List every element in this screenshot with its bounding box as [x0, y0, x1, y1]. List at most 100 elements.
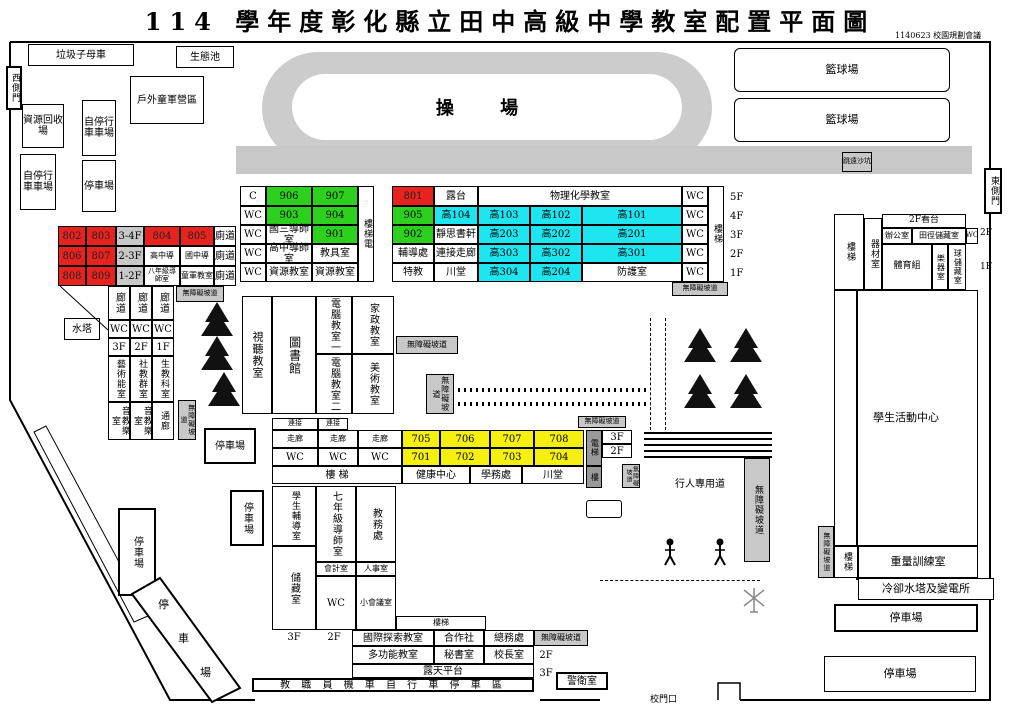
secretary-office: 秘書室	[434, 646, 484, 664]
classroom: 906	[266, 186, 312, 206]
basketball-court-1: 籃球場	[734, 48, 950, 92]
classroom: 高204	[530, 263, 582, 282]
path-line	[650, 318, 651, 430]
main-gate: 校門口	[650, 695, 678, 705]
parking-lot: 停車場	[834, 604, 978, 632]
floor-label: 3F	[539, 667, 553, 679]
classroom: 808	[58, 266, 86, 286]
corridor: 走廊	[272, 430, 318, 448]
office: 輔導處	[392, 244, 434, 263]
sports-group: 體育組	[882, 244, 932, 290]
classroom: 701	[402, 448, 440, 466]
classroom: 905	[392, 206, 434, 225]
eco-pond: 生態池	[176, 46, 234, 68]
staff-parking: 教 職 員 機 車 自 行 車 停 車 區	[252, 678, 534, 692]
room: 藝術能室	[108, 356, 130, 402]
storage-room: 儲藏室	[272, 546, 316, 630]
classroom: 高303	[478, 244, 530, 263]
bench	[586, 500, 622, 518]
parking-lot: 停車場	[230, 490, 264, 546]
room: 生教科室	[152, 356, 174, 402]
physics-lab: 物理化學教室	[478, 186, 682, 206]
home-ec-room: 家政教室	[352, 296, 394, 354]
instrument-room: 樂器室	[932, 244, 948, 290]
stairs: 樓	[586, 466, 602, 488]
floor-label: 3F	[108, 338, 130, 356]
principal-office: 校長室	[484, 646, 534, 664]
wc: WC	[682, 244, 708, 263]
floor-label: 2F	[130, 338, 152, 356]
classroom: 902	[392, 225, 434, 244]
classroom: 801	[392, 186, 434, 206]
floor-tag: 1-2F	[116, 266, 144, 286]
ball-storage: 球儲藏室	[948, 244, 966, 290]
wc: WC	[240, 263, 266, 282]
stairs: 樓梯	[708, 186, 724, 282]
svg-text:停: 停	[158, 597, 169, 611]
intl-exploration-room: 國際探索教室	[352, 630, 434, 646]
corridor: 廊道	[108, 286, 130, 320]
classroom: 704	[534, 448, 584, 466]
bike-parking-2: 自停行車車場	[20, 154, 56, 210]
wc: WC	[316, 576, 356, 630]
east-gate: 東側門	[984, 168, 1002, 214]
room: 資源教室	[266, 263, 312, 282]
corridor: 走廊	[318, 430, 358, 448]
office: 八年級導師室	[144, 266, 180, 286]
floor-label: 3F	[602, 430, 632, 444]
classroom: 高301	[582, 244, 682, 263]
classroom: 804	[144, 226, 180, 246]
classroom: 高103	[478, 206, 530, 225]
accessible-ramp: 無障礙坡道	[744, 458, 770, 562]
room: 音教樂室	[130, 402, 152, 440]
wc: WC	[130, 320, 152, 338]
room: 童軍教室	[180, 266, 214, 286]
corridor: 廊道	[152, 286, 174, 320]
room: 資源教室	[312, 263, 358, 282]
grade7-office: 七年級導師室	[316, 486, 356, 562]
path-line	[665, 318, 666, 430]
stairs: 樓梯	[834, 546, 858, 578]
corridor: 連接	[272, 418, 318, 430]
personnel: 人事室	[356, 562, 396, 576]
classroom: 809	[86, 266, 116, 286]
computer-room-1: 電腦教室一	[316, 296, 352, 354]
floor-label: 2F	[730, 249, 744, 260]
floor-tag: 3-4F	[116, 226, 144, 246]
accessible-ramp: 無障礙坡道	[178, 400, 196, 440]
car-parking-small: 停車場	[82, 160, 116, 212]
west-gate: 西側門	[6, 66, 22, 110]
svg-text:車: 車	[178, 631, 189, 645]
wc: WC	[108, 320, 130, 338]
office: 高中導	[144, 246, 180, 266]
cooling-tower: 冷卻水塔及變電所	[858, 578, 994, 600]
health-center: 健康中心	[402, 466, 470, 484]
elevator: 電梯	[586, 430, 602, 466]
floor-label: 5F	[730, 192, 744, 203]
room: 特教	[392, 263, 434, 282]
classroom: 805	[180, 226, 214, 246]
track-storage: 田徑儲藏室	[912, 228, 966, 244]
classroom: 707	[490, 430, 534, 448]
classroom: 901	[312, 225, 358, 244]
classroom: 高203	[478, 225, 530, 244]
corridor: 廁道	[214, 246, 236, 266]
long-jump-pit: 跳遠沙坑	[842, 152, 872, 172]
gym-block: 樓梯 器材室 2F看台 辦公室 田徑儲藏室 體育組 樂器室 球儲藏室 WC	[834, 214, 978, 290]
wc: WC	[240, 225, 266, 244]
guard-room: 警衛室	[556, 672, 608, 690]
room: 音教樂室	[108, 402, 130, 440]
open-terrace: 露天平台	[352, 664, 534, 678]
small-meeting-room: 小會議室	[356, 576, 396, 630]
floor-label: 1F	[980, 262, 992, 272]
corridor: 通廊	[152, 402, 174, 440]
playground: 操 場	[292, 74, 682, 140]
admin-block: 學生輔導室 七年級導師室 教務處 儲藏室 會計室 人事室 WC 小會議室	[272, 486, 396, 630]
room: 防護室	[582, 263, 682, 282]
floor-label: 2F	[539, 649, 553, 661]
student-activity-center: 學生活動中心	[834, 290, 978, 546]
hall: 川堂	[522, 466, 584, 484]
walkway	[644, 428, 772, 458]
